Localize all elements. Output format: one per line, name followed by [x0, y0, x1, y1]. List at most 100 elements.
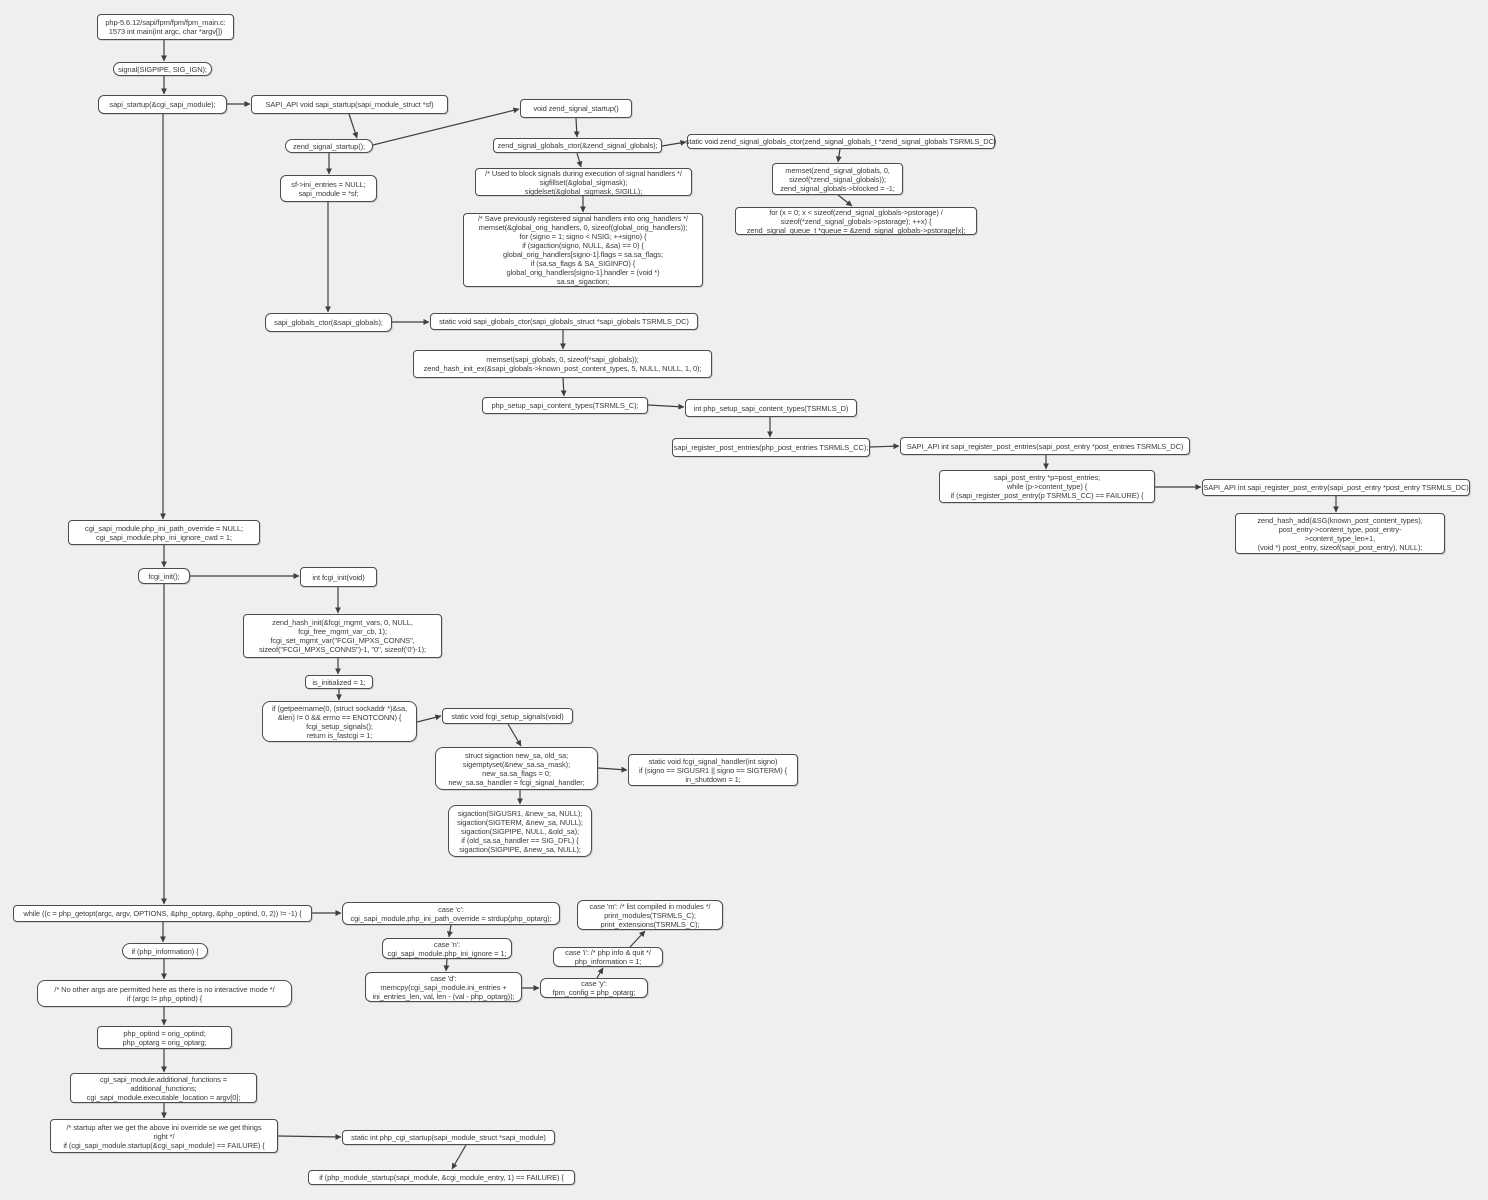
code-line: php_optind = orig_optind;	[123, 1028, 206, 1038]
code-line: sigaction(SIGPIPE, &new_sa, NULL);	[459, 844, 581, 854]
code-line: print_modules(TSRMLS_C);	[604, 910, 696, 920]
code-line: SAPI_API int sapi_register_post_entries(…	[906, 441, 1184, 451]
code-line: if (sigaction(signo, NULL, &sa) == 0) {	[522, 241, 644, 250]
code-line: cgi_sapi_module.php_ini_path_override = …	[85, 523, 243, 533]
flow-node-main: php-5.6.12/sapi/fpm/fpm/fpm_main.c:1573 …	[97, 14, 234, 40]
code-line: signal(SIGPIPE, SIG_IGN);	[118, 64, 207, 74]
code-line: sapi_register_post_entries(php_post_entr…	[673, 443, 869, 452]
code-line: case 'm': /* list compiled in modules */	[589, 901, 711, 911]
edge-casen-to-cased	[443, 958, 450, 972]
code-line: zend_hash_add(&SG(known_post_content_typ…	[1257, 515, 1423, 525]
flow-node-case-m: case 'm': /* list compiled in modules */…	[577, 900, 723, 930]
code-line: /* Save previously registered signal han…	[477, 214, 689, 223]
code-line: sigdelset(&global_sigmask, SIGILL);	[524, 186, 643, 196]
code-line: zend_signal_startup();	[292, 141, 365, 151]
flow-node-block-signals: /* Used to block signals during executio…	[475, 168, 692, 196]
flow-node-post-entry-loop: sapi_post_entry *p=post_entries;while (p…	[939, 470, 1155, 503]
code-line: for (signo = 1; signo < NSIG; ++signo) {	[519, 232, 647, 241]
code-line: >content_type_len+1,	[1304, 533, 1376, 543]
code-line: while (p->content_type) {	[1006, 482, 1088, 491]
flow-node-sapi-startup-call: sapi_startup(&cgi_sapi_module);	[98, 95, 227, 114]
code-line: additional_functions;	[130, 1083, 197, 1093]
code-line: SAPI_API void sapi_startup(sapi_module_s…	[265, 100, 434, 109]
flow-node-fcgi-init-call: fcgi_init();	[138, 568, 190, 584]
code-line: memset(&global_orig_handlers, 0, sizeof(…	[478, 223, 688, 232]
edge-zsgcctordef-to-memset	[835, 148, 842, 163]
edge-startup-to-pcsdef	[277, 1133, 342, 1140]
flow-node-zend-signal-globals-ctor-def: static void zend_signal_globals_ctor(zen…	[685, 134, 997, 149]
flow-node-zend-signal-globals-ctor-call: zend_signal_globals_ctor(&zend_signal_gl…	[493, 138, 662, 153]
code-line: case 'n':	[433, 939, 461, 949]
code-line: in_shutdown = 1;	[685, 774, 741, 784]
flow-node-getpeername: if (getpeername(0, (struct sockaddr *)&s…	[262, 701, 417, 742]
code-line: static void fcgi_setup_signals(void)	[451, 711, 564, 721]
code-line: new_sa.sa_flags = 0;	[482, 768, 551, 778]
code-line: sigaction(SIGPIPE, NULL, &old_sa);	[461, 826, 579, 836]
code-line: if (sa.sa_flags & SA_SIGINFO) {	[530, 259, 636, 268]
code-line: int php_setup_sapi_content_types(TSRMLS_…	[693, 403, 849, 413]
flow-node-php-cgi-startup-def: static int php_cgi_startup(sapi_module_s…	[342, 1130, 555, 1145]
code-line: /* startup after we get the above ini ov…	[66, 1122, 262, 1132]
edge-memsetsg-to-psct	[560, 377, 567, 397]
edge-sapistartupdef-to-zsscall	[348, 113, 359, 139]
code-line: print_extensions(TSRMLS_C);	[600, 919, 700, 929]
edge-fssdef-to-sigstruct	[507, 723, 522, 747]
code-line: while ((c = php_getopt(argc, argv, OPTIO…	[23, 909, 302, 918]
flow-node-is-initialized: is_initialized = 1;	[305, 675, 373, 689]
code-line: sigfillset(&global_sigmask);	[539, 177, 628, 187]
code-line: case 'c':	[438, 904, 464, 914]
code-line: sapi_post_entry *p=post_entries;	[993, 473, 1101, 482]
code-line: memset(zend_signal_globals, 0,	[785, 165, 890, 175]
edge-rpe-call-to-def	[869, 443, 900, 450]
code-line: sapi_startup(&cgi_sapi_module);	[109, 100, 216, 109]
code-line: php-5.6.12/sapi/fpm/fpm/fpm_main.c:	[105, 18, 226, 27]
edge-psct-call-to-def	[647, 403, 685, 410]
flow-node-case-n: case 'n':cgi_sapi_module.php_ini_ignore …	[382, 938, 512, 959]
code-line: static void zend_signal_globals_ctor(zen…	[685, 137, 997, 146]
flow-node-zend-hash-add: zend_hash_add(&SG(known_post_content_typ…	[1235, 513, 1445, 554]
code-line: case 'd':	[430, 973, 457, 983]
code-line: global_orig_handlers[signo-1].handler = …	[506, 268, 660, 277]
code-line: sizeof(*zend_signal_globals));	[788, 174, 887, 184]
code-line: is_initialized = 1;	[312, 677, 366, 687]
code-line: sf->ini_entries = NULL;	[291, 179, 366, 189]
code-line: memcpy(cgi_sapi_module.ini_entries +	[380, 982, 507, 992]
flow-node-additional-functions: cgi_sapi_module.additional_functions =ad…	[70, 1073, 257, 1103]
code-line: zend_signal_globals_ctor(&zend_signal_gl…	[497, 141, 658, 150]
code-line: sizeof("FCGI_MPXS_CONNS")-1, "0", sizeof…	[259, 645, 426, 654]
code-line: zend_signal_globals->blocked = -1;	[780, 183, 895, 193]
flow-node-startup-after-override: /* startup after we get the above ini ov…	[50, 1119, 278, 1153]
flow-node-case-i: case 'i': /* php info & quit */php_infor…	[553, 947, 663, 967]
edge-getpeer-to-fssdef	[416, 714, 442, 723]
code-line: &len) != 0 && errno == ENOTCONN) {	[277, 712, 402, 722]
code-line: sigemptyset(&new_sa.sa_mask);	[462, 759, 571, 769]
code-line: return is_fastcgi = 1;	[306, 730, 373, 740]
code-line: fcgi_free_mgmt_var_cb, 1);	[298, 627, 387, 636]
flow-node-sapi-startup-def: SAPI_API void sapi_startup(sapi_module_s…	[251, 95, 448, 114]
flow-node-save-orig-handlers: /* Save previously registered signal han…	[463, 213, 703, 287]
code-line: cgi_sapi_module.executable_location = ar…	[86, 1092, 241, 1102]
code-line: void zend_signal_startup()	[533, 104, 619, 113]
code-line: SAPI_API int sapi_register_post_entry(sa…	[1203, 483, 1469, 492]
code-line: right */	[153, 1131, 175, 1141]
flow-node-sigaction-calls: sigaction(SIGUSR1, &new_sa, NULL);sigact…	[448, 805, 592, 857]
flow-node-php-setup-content-types-call: php_setup_sapi_content_types(TSRMLS_C);	[482, 397, 648, 414]
flow-node-register-post-entry-def: SAPI_API int sapi_register_post_entry(sa…	[1202, 479, 1470, 496]
code-line: php_optarg = orig_optarg;	[122, 1037, 207, 1047]
code-line: (void *) post_entry, sizeof(sapi_post_en…	[1257, 542, 1423, 552]
code-line: int fcgi_init(void)	[312, 572, 365, 582]
flow-node-fcgi-signal-handler-def: static void fcgi_signal_handler(int sign…	[628, 754, 798, 786]
code-line: for (x = 0; x < sizeof(zend_signal_globa…	[769, 207, 943, 217]
flow-node-php-setup-content-types-def: int php_setup_sapi_content_types(TSRMLS_…	[685, 399, 857, 417]
flow-node-memset-sapi-globals: memset(sapi_globals, 0, sizeof(*sapi_glo…	[413, 350, 712, 378]
code-line: struct sigaction new_sa, old_sa;	[464, 750, 569, 760]
flow-node-sapi-globals-ctor-call: sapi_globals_ctor(&sapi_globals);	[265, 313, 392, 332]
edge-zsgcctor-call-to-def	[661, 139, 687, 147]
code-line: sapi_globals_ctor(&sapi_globals);	[274, 318, 383, 327]
flow-node-case-c: case 'c':cgi_sapi_module.php_ini_path_ov…	[342, 902, 560, 925]
flow-node-sf-ini-entries: sf->ini_entries = NULL;sapi_module = *sf…	[280, 175, 377, 202]
code-line: if (old_sa.sa_handler == SIG_DFL) {	[461, 835, 579, 845]
code-line: cgi_sapi_module.php_ini_ignore_cwd = 1;	[96, 532, 232, 542]
